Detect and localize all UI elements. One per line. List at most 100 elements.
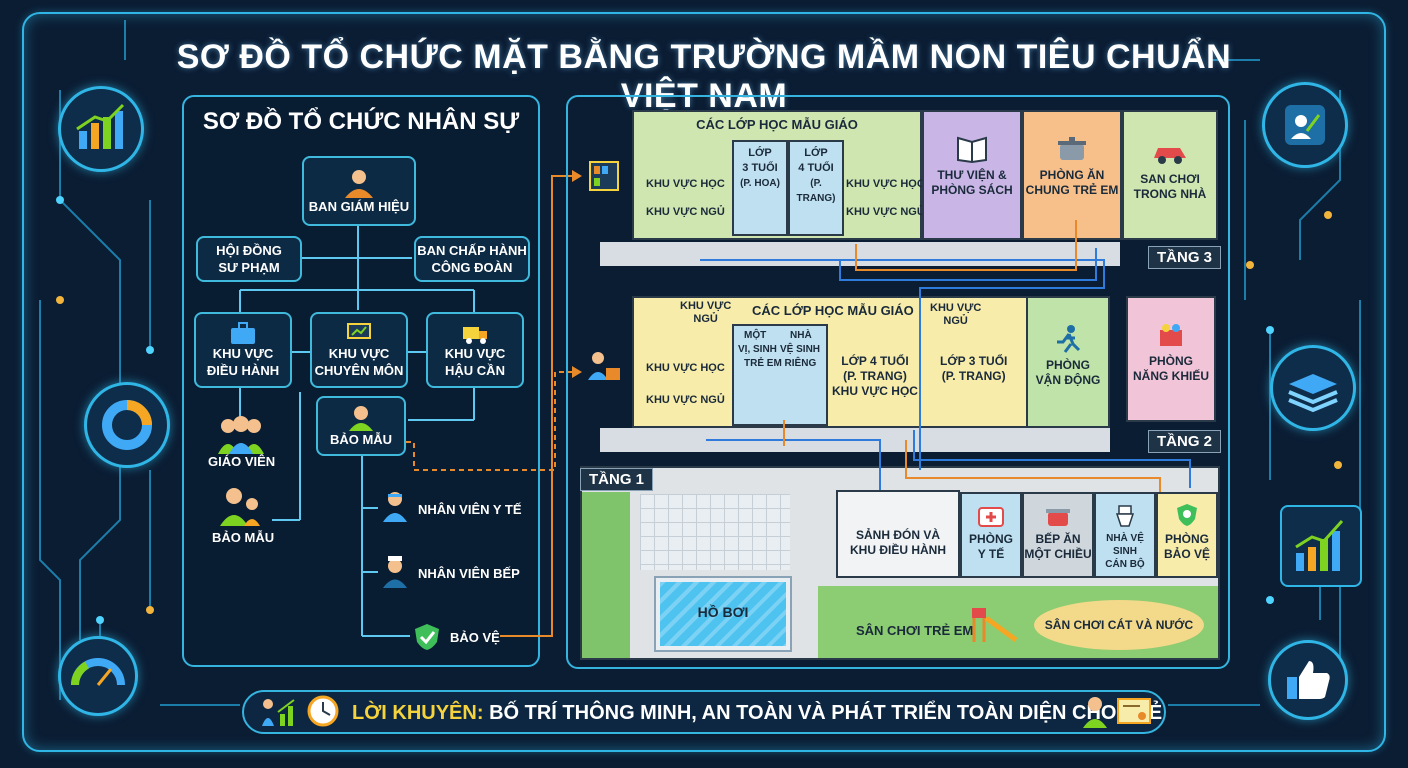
admin-area-node: KHU VỰC ĐIỀU HÀNH bbox=[194, 312, 292, 388]
floor3-sleep-right: KHU VỰC NGỦ bbox=[846, 206, 925, 218]
floor3-corridor bbox=[600, 242, 1120, 266]
medical-staff-icon bbox=[383, 492, 407, 522]
f1-medical-l1: PHÒNG bbox=[968, 532, 1013, 546]
cooking-pot-icon bbox=[1058, 137, 1086, 160]
chart-icon bbox=[58, 86, 144, 172]
advice-body: BỐ TRÍ THÔNG MINH, AN TOÀN VÀ PHÁT TRIỂN… bbox=[489, 702, 1163, 724]
floor3-class3: LỚP 3 TUỔI (P. HOA) bbox=[732, 140, 788, 236]
guard-label: BẢO VỆ bbox=[450, 630, 500, 645]
donut-chart-icon bbox=[84, 382, 170, 468]
board-label: BAN GIÁM HIỆU bbox=[308, 198, 410, 214]
floor3-class-header: CÁC LỚP HỌC MẪU GIÁO bbox=[696, 117, 858, 132]
teacher-label: GIÁO VIÊN bbox=[208, 454, 276, 469]
clock-icon bbox=[307, 695, 339, 727]
pool bbox=[654, 576, 792, 652]
thumbs-up-icon bbox=[1268, 640, 1348, 720]
first-aid-icon bbox=[978, 507, 1004, 527]
toy-car-icon bbox=[1154, 148, 1186, 164]
f1-kitchen-l1: BẾP ĂN bbox=[1035, 532, 1081, 546]
union-line-2: CÔNG ĐOÀN bbox=[431, 260, 513, 275]
floor2-class3: LỚP 3 TUỔI (P. TRANG) bbox=[940, 354, 1007, 384]
nanny-child-icon bbox=[220, 488, 260, 526]
book-icon bbox=[957, 136, 987, 164]
toilet-icon bbox=[1115, 505, 1135, 527]
f2-class4-l2: (P. TRANG) bbox=[843, 369, 907, 383]
f1-medical-l2: Y TẾ bbox=[977, 547, 1005, 561]
f3-play-l2: TRONG NHÀ bbox=[1133, 187, 1207, 201]
floor3-dining: PHÒNG ĂN CHUNG TRẺ EM bbox=[1022, 110, 1122, 240]
org-chart-title: SƠ ĐỒ TỔ CHỨC NHÂN SỰ bbox=[202, 108, 520, 135]
f3-dining-l2: CHUNG TRẺ EM bbox=[1025, 183, 1119, 197]
playground-label: SÂN CHƠI TRẺ EM bbox=[856, 623, 974, 638]
floor2-wc: MỘT NHÀ VỊ, SINH VỆ SINH TRẺ EM RIÊNG bbox=[732, 324, 828, 426]
nanny-box-label: BẢO MẪU bbox=[329, 431, 393, 447]
academic-area-node: KHU VỰC CHUYÊN MÔN bbox=[310, 312, 408, 388]
slide-icon bbox=[972, 608, 1018, 643]
briefcase-icon bbox=[231, 322, 255, 344]
f1-wc-l1: NHÀ VỆ SINH bbox=[1106, 533, 1144, 557]
running-person-icon bbox=[1057, 325, 1081, 353]
floor1-courtyard bbox=[640, 494, 790, 570]
f1-guard-l2: BẢO VỆ bbox=[1163, 547, 1210, 561]
outer-frame bbox=[22, 12, 1386, 752]
floor2-gym: PHÒNG VẬN ĐỘNG bbox=[1026, 296, 1110, 428]
f2-class3-l2: (P. TRANG) bbox=[941, 369, 1006, 383]
council-line-1: HỘI ĐỒNG bbox=[216, 243, 282, 258]
stove-pot-icon bbox=[1046, 509, 1070, 526]
leader-icon bbox=[345, 169, 373, 198]
admin-line-2: ĐIỀU HÀNH bbox=[206, 363, 280, 378]
pool-label: HỒ BƠI bbox=[697, 604, 749, 620]
music-art-icon bbox=[1160, 324, 1182, 346]
f2-wc-l4: VỆ SINH bbox=[780, 344, 821, 355]
shield-check-icon bbox=[415, 624, 439, 650]
delivery-truck-icon bbox=[463, 327, 487, 344]
f1-wc-l2: CÁN BỘ bbox=[1105, 559, 1145, 570]
academic-line-2: CHUYÊN MÔN bbox=[314, 363, 404, 378]
advice-label: LỜI KHUYÊN: bbox=[352, 702, 484, 724]
f3-class4-l1: LỚP bbox=[804, 147, 828, 159]
f2-wc-l5: TRẺ EM RIÊNG bbox=[744, 358, 817, 369]
f2-sleep-right-l1: KHU VỰC bbox=[930, 302, 982, 314]
floor2-classrooms bbox=[632, 296, 1028, 428]
f1-lobby-l1: SẢNH ĐÓN VÀ bbox=[855, 528, 940, 542]
floor2-study-left: KHU VỰC HỌC bbox=[646, 362, 725, 374]
person-growth-icon bbox=[1262, 82, 1348, 168]
f2-gym-l2: VẬN ĐỘNG bbox=[1035, 373, 1101, 387]
floor3-study-left: KHU VỰC HỌC bbox=[646, 178, 725, 190]
floor1-guard: PHÒNG BẢO VỆ bbox=[1156, 492, 1218, 578]
floor2-sleep-left: KHU VỰC NGỦ bbox=[680, 300, 731, 326]
f3-library-l1: THƯ VIỆN & bbox=[937, 168, 1007, 182]
academic-line-1: KHU VỰC bbox=[328, 346, 390, 361]
guard-shield-icon bbox=[1177, 504, 1197, 526]
f2-class3-l1: LỚP 3 TUỔI bbox=[940, 354, 1008, 368]
f3-class4-l3: (P. TRANG) bbox=[796, 178, 836, 204]
floor2-sleep-left2: KHU VỰC NGỦ bbox=[646, 394, 725, 406]
union-line-1: BAN CHẤP HÀNH bbox=[417, 243, 527, 258]
f3-class3-l3: (P. HOA) bbox=[740, 178, 780, 189]
teacher-desk-icon bbox=[588, 352, 620, 380]
kitchen-staff-icon bbox=[383, 556, 407, 588]
logistics-line-2: HẬU CẦN bbox=[445, 363, 505, 378]
admin-line-1: KHU VỰC bbox=[212, 346, 274, 361]
f3-dining-l1: PHÒNG ĂN bbox=[1039, 168, 1105, 182]
floor1-tag: TẦNG 1 bbox=[580, 468, 654, 491]
floor1-garden-left bbox=[582, 492, 630, 658]
logistics-area-node: KHU VỰC HẬU CẦN bbox=[426, 312, 524, 388]
council-line-2: SƯ PHẠM bbox=[218, 260, 280, 275]
nanny-node: BẢO MẪU bbox=[316, 396, 406, 456]
logistics-line-1: KHU VỰC bbox=[444, 346, 506, 361]
f2-talent-l2: NĂNG KHIẾU bbox=[1132, 369, 1209, 383]
f2-wc-l2: NHÀ bbox=[790, 330, 812, 341]
f1-guard-l1: PHÒNG bbox=[1164, 532, 1209, 546]
board-node: BAN GIÁM HIỆU bbox=[302, 156, 416, 226]
f2-sleep-left-l2: NGỦ bbox=[693, 313, 718, 325]
f2-talent-l1: PHÒNG bbox=[1148, 354, 1193, 368]
floor3-class4: LỚP 4 TUỔI (P. TRANG) bbox=[788, 140, 844, 236]
f1-lobby-l2: KHU ĐIỀU HÀNH bbox=[850, 543, 946, 557]
f3-class3-l1: LỚP bbox=[748, 147, 772, 159]
teacher-avatar-icon bbox=[1083, 697, 1107, 728]
sand-label: SÂN CHƠI CÁT VÀ NƯỚC bbox=[1044, 618, 1194, 632]
stack-icon bbox=[1270, 345, 1356, 431]
gauge-icon bbox=[58, 636, 138, 716]
